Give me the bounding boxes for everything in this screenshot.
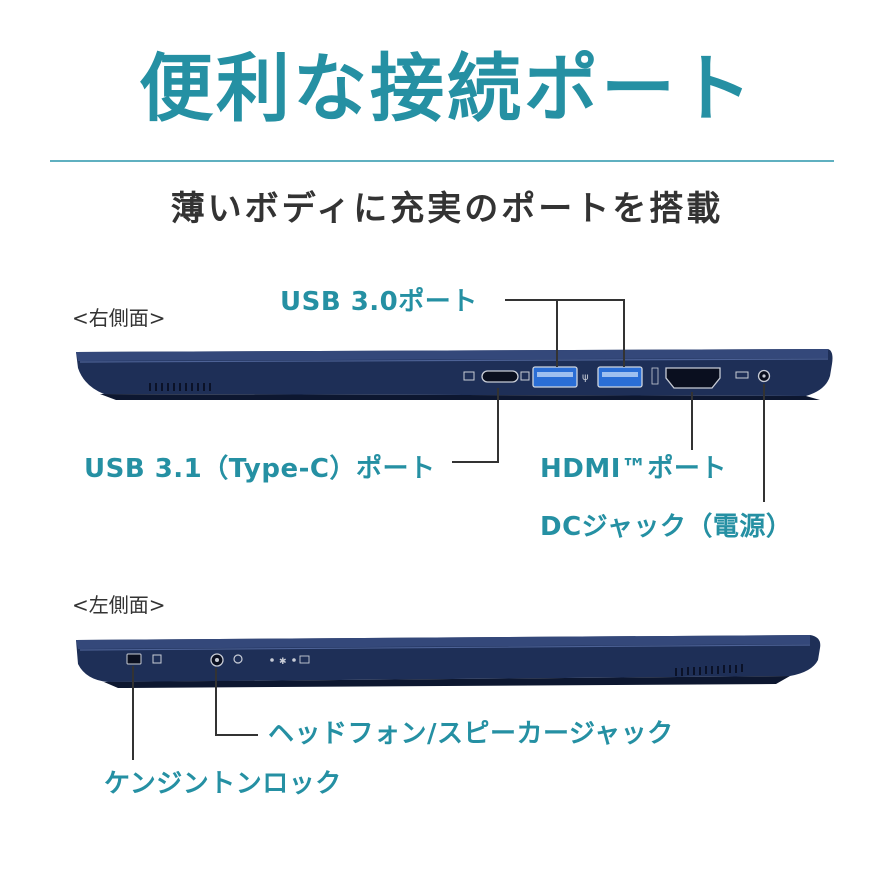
vent-grille: [149, 383, 211, 391]
headphone-jack-label: ヘッドフォン/スピーカージャック: [268, 719, 674, 749]
usb-3-0-port-label: USB 3.0ポート: [280, 287, 478, 317]
hdmi-port-icon: [665, 367, 721, 389]
svg-text:✱: ✱: [279, 657, 287, 667]
right-side-label: <右側面>: [72, 306, 166, 330]
hdmi-port-label: HDMI™ポート: [540, 454, 727, 484]
dc-jack-label: DCジャック（電源）: [540, 512, 793, 542]
kensington-lock-label: ケンジントンロック: [104, 769, 342, 799]
usb-c-port-icon: [481, 370, 519, 383]
left-side-laptop: ✱: [76, 635, 821, 688]
vent-grille: [675, 664, 743, 676]
svg-text:ψ: ψ: [582, 372, 589, 383]
kensington-lock-slot-icon: [126, 653, 142, 665]
title-divider: [50, 160, 834, 162]
page-subtitle: 薄いボディに充実のポートを搭載: [170, 189, 724, 229]
left-side-label: <左側面>: [72, 593, 166, 617]
right-side-laptop: ψ: [76, 349, 833, 400]
page-title: 便利な接続ポート: [139, 46, 755, 132]
right-side-callout-lines: [452, 299, 765, 502]
left-side-callout-lines: [132, 666, 258, 760]
usb-c-port-label: USB 3.1（Type-C）ポート: [84, 454, 436, 484]
